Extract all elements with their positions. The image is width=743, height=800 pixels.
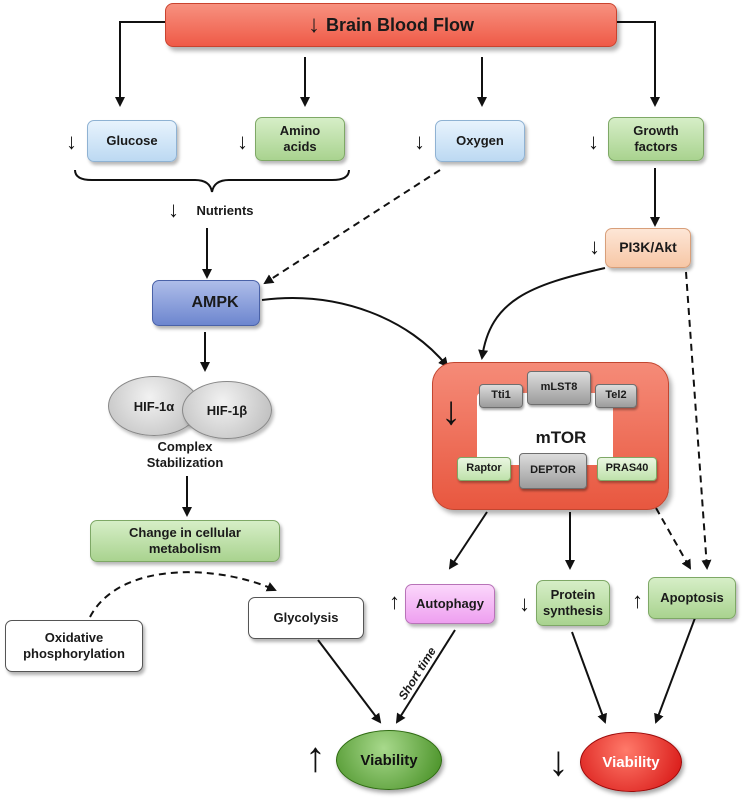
growth-factors-box: Growth factors: [608, 117, 704, 161]
pi3k-akt-box: PI3K/Akt: [605, 228, 691, 268]
arrow-pi3k-to-mtor: [478, 267, 606, 360]
apoptosis-indicator: ↑: [632, 588, 643, 613]
nutrients-indicator: ↓: [168, 197, 179, 222]
oxygen-label: Oxygen: [456, 132, 504, 148]
arrow-protein-to-viability: [571, 631, 607, 724]
arrow-flow-to-glucose: [115, 21, 165, 107]
amino-label-1: Amino: [279, 122, 321, 138]
ampk-label: AMPK: [191, 294, 239, 311]
glucose-box: Glucose: [87, 120, 177, 162]
arrow-ampk-to-mtor: [261, 297, 449, 368]
mlst8-label: mLST8: [540, 381, 578, 394]
nutrient-brace: [74, 169, 350, 193]
oxphos-label-1: Oxidative: [44, 629, 104, 645]
arrow-autophagy-to-viability: [395, 629, 456, 724]
arrow-mtor-to-autophagy: [448, 511, 488, 570]
hif1b-label: HIF-1β: [206, 402, 248, 418]
viability-down-ellipse: Viability: [580, 732, 682, 792]
title-label: Brain Blood Flow: [326, 14, 474, 35]
arrow-flow-to-growth: [617, 21, 660, 107]
tti1-subunit: Tti1: [479, 384, 523, 408]
hif1a-label: HIF-1α: [133, 398, 175, 414]
arrow-oxygen-to-ampk: [263, 169, 441, 285]
amino-label-2: acids: [283, 139, 317, 154]
protein-synthesis-box: Protein synthesis: [536, 580, 610, 626]
deptor-subunit: DEPTOR: [519, 453, 587, 489]
autophagy-box: Autophagy: [405, 584, 495, 624]
pras40-label: PRAS40: [605, 462, 649, 475]
autophagy-label: Autophagy: [416, 595, 484, 611]
viability-down-indicator: ↓: [548, 737, 569, 784]
protein-label-2: synthesis: [543, 603, 603, 618]
metabolism-label-2: metabolism: [148, 541, 222, 556]
mlst8-subunit: mLST8: [527, 371, 591, 405]
nutrients-label: Nutrients: [196, 202, 254, 218]
mtor-indicator: ↓: [441, 389, 461, 433]
arrow-oxphos-to-glycolysis: [89, 571, 277, 618]
amino-acids-box: Amino acids: [255, 117, 345, 161]
pras40-subunit: PRAS40: [597, 457, 657, 481]
glycolysis-label: Glycolysis: [273, 609, 339, 625]
complex-stabilization-label: Complex Stabilization: [130, 436, 240, 474]
raptor-label: Raptor: [466, 462, 502, 475]
growth-label-1: Growth: [633, 122, 679, 138]
growth-label-2: factors: [634, 139, 678, 154]
pi3k-indicator: ↓: [589, 234, 600, 259]
viability-down-label: Viability: [602, 753, 660, 771]
viability-up-ellipse: Viability: [336, 730, 442, 790]
oxygen-indicator: ↓: [414, 129, 425, 154]
mtor-complex: ↓ mTOR Tti1 mLST8 Tel2 Raptor DEPTOR PRA…: [432, 362, 669, 510]
protein-indicator: ↓: [519, 591, 530, 616]
viability-up-label: Viability: [360, 751, 418, 769]
tti1-label: Tti1: [491, 389, 511, 402]
raptor-subunit: Raptor: [457, 457, 511, 481]
tel2-label: Tel2: [605, 389, 627, 402]
complex-label-2: Stabilization: [146, 455, 224, 470]
hif1a-ellipse: HIF-1α: [108, 376, 200, 436]
brain-blood-flow-box: ↓ Brain Blood Flow: [165, 3, 617, 47]
glucose-indicator: ↓: [66, 129, 77, 154]
viability-up-indicator: ↑: [305, 733, 326, 780]
cellular-metabolism-box: Change in cellular metabolism: [90, 520, 280, 562]
protein-label-1: Protein: [550, 586, 596, 602]
ampk-box: AMPK: [152, 280, 260, 326]
arrow-mtor-to-apoptosis: [655, 507, 691, 570]
deptor-label: DEPTOR: [530, 464, 576, 477]
growth-indicator: ↓: [588, 129, 599, 154]
tel2-subunit: Tel2: [595, 384, 637, 408]
complex-label-1: Complex: [157, 438, 213, 454]
mtor-label: mTOR: [535, 428, 587, 448]
decrease-indicator: ↓: [308, 11, 320, 38]
arrow-pi3k-to-apoptosis: [685, 271, 712, 570]
oxygen-box: Oxygen: [435, 120, 525, 162]
oxidative-phosphorylation-box: Oxidative phosphorylation: [5, 620, 143, 672]
arrow-glycolysis-to-viability: [317, 639, 382, 724]
hif1b-ellipse: HIF-1β: [182, 381, 272, 439]
apoptosis-label: Apoptosis: [660, 589, 724, 605]
arrow-apoptosis-to-viability: [654, 617, 696, 724]
glycolysis-box: Glycolysis: [248, 597, 364, 639]
oxphos-label-2: phosphorylation: [23, 646, 125, 661]
apoptosis-box: Apoptosis: [648, 577, 736, 619]
amino-indicator: ↓: [237, 129, 248, 154]
metabolism-label-1: Change in cellular: [129, 524, 241, 540]
autophagy-indicator: ↑: [389, 589, 400, 614]
pi3k-label: PI3K/Akt: [619, 239, 677, 256]
glucose-label: Glucose: [106, 132, 158, 148]
